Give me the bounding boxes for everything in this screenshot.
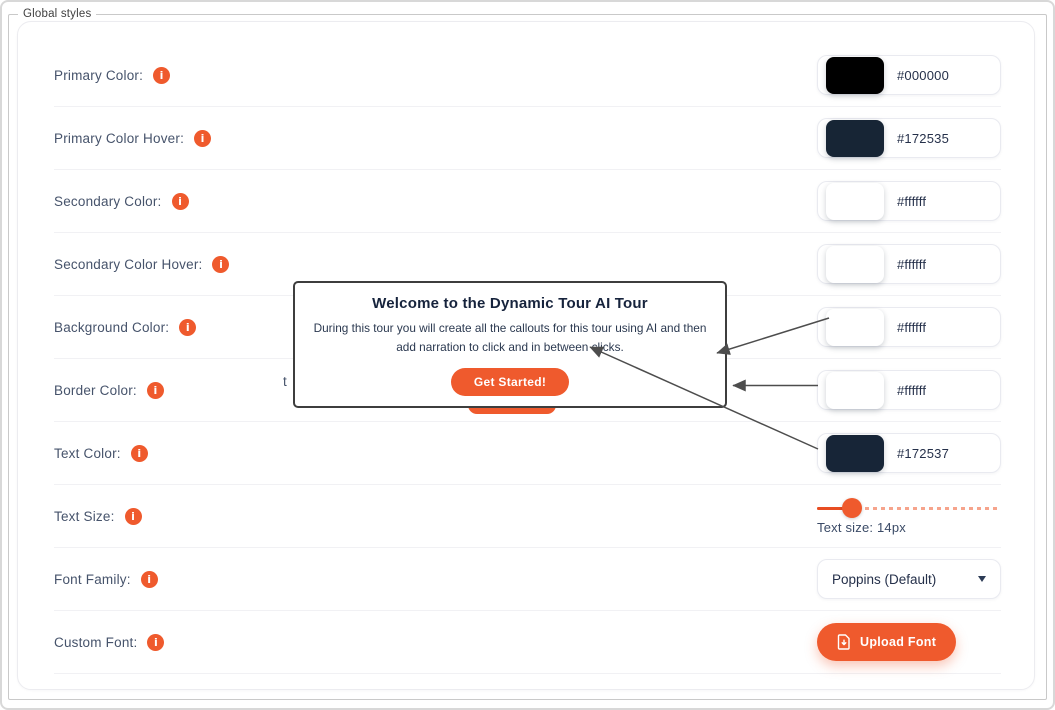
slider-track-filled[interactable] [817,506,852,510]
row-control: Upload Font [817,623,1001,661]
row-label: Secondary Color: [54,193,162,209]
info-icon[interactable]: i [140,570,158,588]
row-control: #172535 [817,118,1001,158]
info-icon[interactable]: i [179,318,197,336]
row-control: Text size: 14px [817,497,1001,535]
color-input-secondary-color[interactable]: #ffffff [817,181,1001,221]
row-control: #ffffff [817,244,1001,284]
row-label-group: Text Color: i [54,444,148,462]
row-label: Font Family: [54,571,131,587]
row-label: Border Color: [54,382,137,398]
info-icon[interactable]: i [171,192,189,210]
row-label-group: Primary Color: i [54,66,171,84]
global-styles-fieldset: Global styles [8,7,1047,700]
color-hex-value: #ffffff [897,193,927,209]
slider-track[interactable] [817,506,999,510]
info-icon[interactable]: i [194,129,212,147]
row-label-group: Custom Font: i [54,633,165,651]
font-family-select[interactable]: Poppins (Default) [817,559,1001,599]
color-swatch[interactable] [826,245,884,283]
row-label-group: Font Family: i [54,570,158,588]
get-started-button[interactable]: Get Started! [450,367,570,396]
upload-file-icon [837,634,851,650]
row-label: Background Color: [54,319,170,335]
color-input-border-color[interactable]: #ffffff [817,370,1001,410]
info-icon[interactable]: i [147,633,165,651]
settings-row-font-family: Font Family: i Poppins (Default) [54,548,1001,611]
color-swatch[interactable] [826,119,884,157]
tour-welcome-modal: Welcome to the Dynamic Tour AI Tour Duri… [293,281,727,408]
color-input-text-color[interactable]: #172537 [817,433,1001,473]
row-label: Secondary Color Hover: [54,256,203,272]
color-swatch[interactable] [826,308,884,346]
row-label-group: Background Color: i [54,318,197,336]
row-control: #ffffff [817,307,1001,347]
settings-row-border-color: Border Color: i #ffffff [54,359,1001,422]
occluded-text-fragment: t [283,374,287,389]
row-label-group: Secondary Color Hover: i [54,255,230,273]
text-size-slider[interactable] [817,497,999,518]
color-swatch[interactable] [826,371,884,409]
settings-row-text-color: Text Color: i #172537 [54,422,1001,485]
settings-row-primary-color-hover: Primary Color Hover: i #172535 [54,107,1001,170]
color-swatch[interactable] [826,56,884,94]
color-input-background-color[interactable]: #ffffff [817,307,1001,347]
row-label: Text Color: [54,445,121,461]
row-label-group: Border Color: i [54,381,164,399]
color-hex-value: #ffffff [897,319,927,335]
select-value: Poppins (Default) [832,571,937,587]
settings-row-custom-font: Custom Font: i Upload Font [54,611,1001,674]
color-hex-value: #172535 [897,130,950,146]
slider-thumb[interactable] [841,497,862,518]
settings-row-secondary-color: Secondary Color: i #ffffff [54,170,1001,233]
text-size-control: Text size: 14px [817,497,1001,535]
row-label-group: Text Size: i [54,507,142,525]
row-label: Custom Font: [54,634,138,650]
row-control: #ffffff [817,370,1001,410]
fieldset-legend: Global styles [18,7,97,21]
info-icon[interactable]: i [212,255,230,273]
row-control: #172537 [817,433,1001,473]
info-icon[interactable]: i [153,66,171,84]
row-control: Poppins (Default) [817,559,1001,599]
info-icon[interactable]: i [130,444,148,462]
color-hex-value: #000000 [897,67,950,83]
row-control: #000000 [817,55,1001,95]
modal-body-text: During this tour you will create all the… [313,321,707,354]
color-hex-value: #172537 [897,445,950,461]
upload-font-button[interactable]: Upload Font [817,623,957,661]
color-input-secondary-color-hover[interactable]: #ffffff [817,244,1001,284]
row-label: Primary Color Hover: [54,130,185,146]
color-swatch[interactable] [826,182,884,220]
row-control: #ffffff [817,181,1001,221]
info-icon[interactable]: i [146,381,164,399]
color-input-primary-color-hover[interactable]: #172535 [817,118,1001,158]
row-label-group: Secondary Color: i [54,192,189,210]
color-hex-value: #ffffff [897,256,927,272]
row-label: Primary Color: [54,67,144,83]
settings-row-primary-color: Primary Color: i #000000 [54,44,1001,107]
row-label-group: Primary Color Hover: i [54,129,212,147]
row-label: Text Size: [54,508,115,524]
color-hex-value: #ffffff [897,382,927,398]
modal-title: Welcome to the Dynamic Tour AI Tour [372,295,648,312]
info-icon[interactable]: i [124,507,142,525]
color-input-primary-color[interactable]: #000000 [817,55,1001,95]
text-size-caption: Text size: 14px [817,519,906,535]
color-swatch[interactable] [826,434,884,472]
chevron-down-icon [978,576,986,582]
upload-font-label: Upload Font [860,635,937,649]
